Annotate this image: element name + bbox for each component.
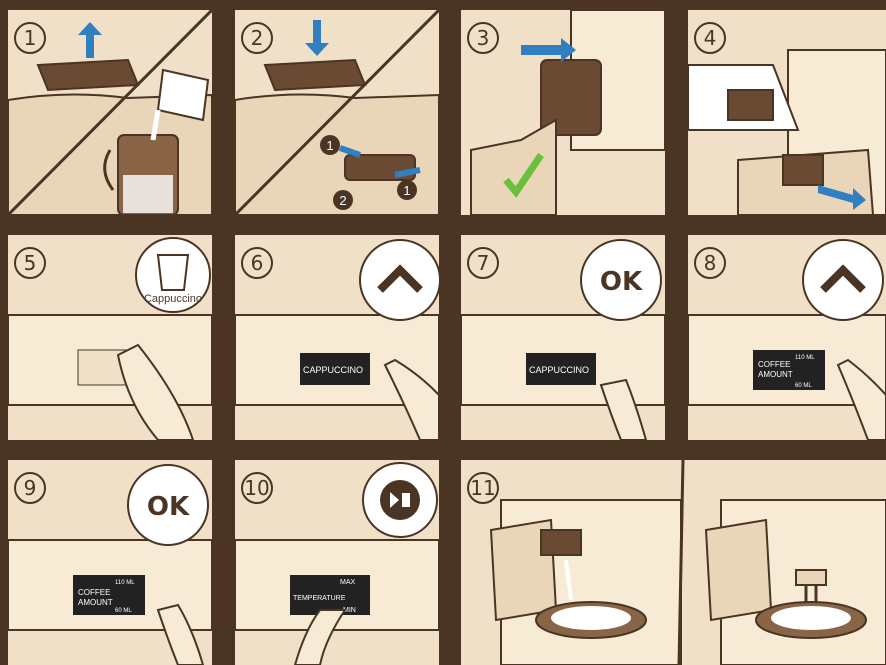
step-number: 11 (467, 472, 499, 504)
ok-label: OK (600, 267, 643, 297)
lcd-text: CAPPUCCINO (529, 365, 589, 375)
up-arrow-icon (78, 22, 102, 58)
step-number: 2 (241, 22, 273, 54)
step-6-panel: 6 CAPPUCCINO (235, 235, 439, 440)
step-number: 5 (14, 247, 46, 279)
down-arrow-icon (305, 20, 329, 56)
step-number: 10 (241, 472, 273, 504)
lcd-min: 60 ML (795, 383, 812, 389)
step-number: 8 (694, 247, 726, 279)
step-7-panel: 7 CAPPUCCINO OK (461, 235, 665, 440)
lcd-line2: AMOUNT (758, 370, 793, 379)
step-5-panel: 5 Cappuccino (8, 235, 212, 440)
right-arrow-icon (521, 38, 576, 62)
callout-1b: 1 (403, 183, 410, 198)
step-number: 6 (241, 247, 273, 279)
lcd-text: CAPPUCCINO (303, 365, 363, 375)
step-3-panel: 3 (461, 10, 665, 215)
step-1-panel: 1 (8, 10, 212, 215)
ok-label: OK (147, 492, 190, 522)
cappuccino-label: Cappuccino (144, 293, 202, 305)
callout-2: 2 (339, 193, 346, 208)
step-11-panel: 11 (461, 460, 886, 665)
dispense-cappuccino-illustration (461, 460, 886, 665)
lcd-line1: COFFEE (78, 588, 110, 597)
step-number: 1 (14, 22, 46, 54)
lcd-text: TEMPERATURE (293, 595, 346, 602)
lcd-line2: AMOUNT (78, 598, 113, 607)
lcd-line1: COFFEE (758, 360, 790, 369)
step-8-panel: 8 COFFEE AMOUNT 110 ML 60 ML (688, 235, 886, 440)
callout-1: 1 (326, 138, 333, 153)
step-10-panel: 10 TEMPERATURE MAX MIN (235, 460, 439, 665)
step-9-panel: 9 COFFEE AMOUNT 110 ML 60 ML OK (8, 460, 212, 665)
lcd-max: MAX (340, 579, 356, 586)
step-2-panel: 2 1 2 1 (235, 10, 439, 215)
step-number: 3 (467, 22, 499, 54)
lcd-max: 110 ML (115, 580, 135, 586)
step-number: 4 (694, 22, 726, 54)
step-number: 7 (467, 247, 499, 279)
step-number: 9 (14, 472, 46, 504)
lcd-min: 60 ML (115, 608, 132, 614)
play-pause-icon (380, 480, 420, 520)
lcd-max: 110 ML (795, 355, 815, 361)
step-4-panel: 4 (688, 10, 886, 215)
